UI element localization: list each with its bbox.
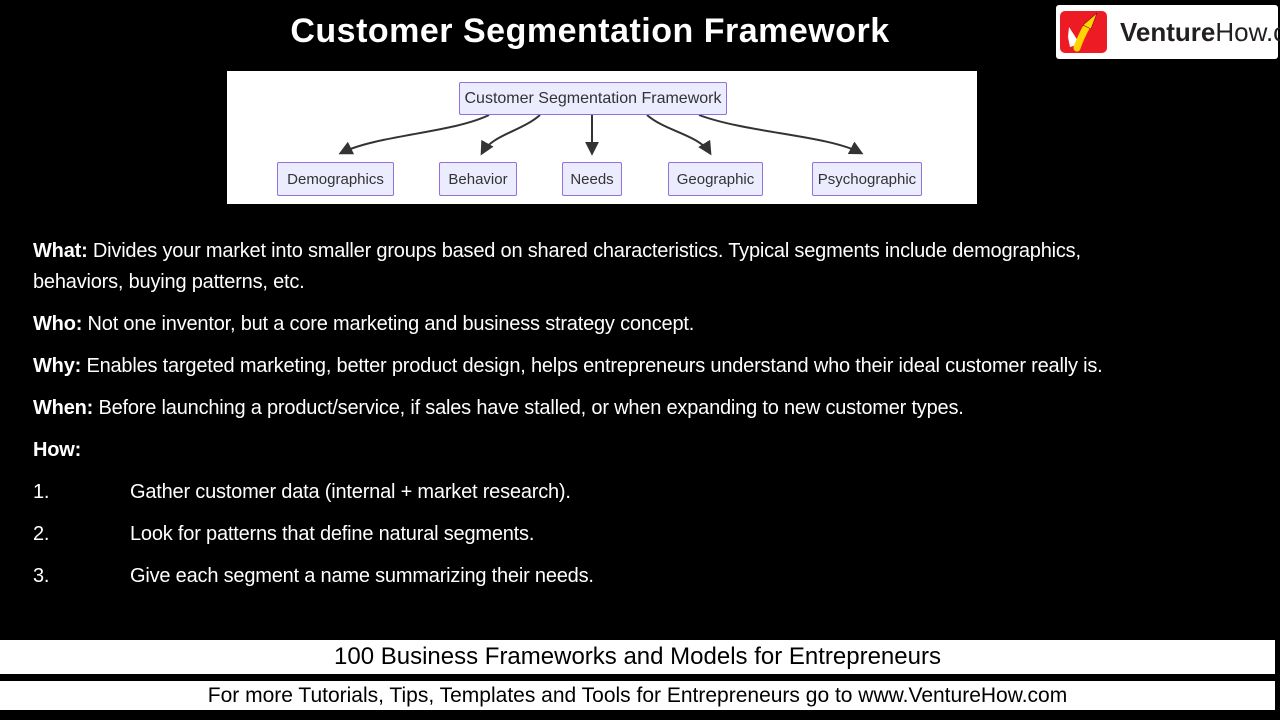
footer-banner-series: 100 Business Frameworks and Models for E… xyxy=(0,640,1275,674)
step-1-number: 1. xyxy=(33,481,50,503)
logo-text-rest: How.com xyxy=(1215,16,1280,47)
step-2-text: Look for patterns that define natural se… xyxy=(130,523,535,545)
step-3: 3. Give each segment a name summarizing t… xyxy=(33,561,1123,592)
section-why-label: Why: xyxy=(33,355,82,377)
step-3-number: 3. xyxy=(33,565,50,587)
venturehow-logo-icon xyxy=(1060,11,1107,53)
section-why: Why: Enables targeted marketing, better … xyxy=(33,351,1123,382)
section-who-label: Who: xyxy=(33,313,83,335)
section-what-label: What: xyxy=(33,240,88,262)
step-3-text: Give each segment a name summarizing the… xyxy=(130,565,594,587)
step-1: 1. Gather customer data (internal + marke… xyxy=(33,477,1123,508)
section-when: When: Before launching a product/service… xyxy=(33,393,1123,424)
section-how-label: How: xyxy=(33,439,82,461)
section-who-text: Not one inventor, but a core marketing a… xyxy=(87,313,695,335)
step-1-text: Gather customer data (internal + market … xyxy=(130,481,571,503)
section-who: Who: Not one inventor, but a core market… xyxy=(33,309,1123,340)
flowchart-node-geographic: Geographic xyxy=(668,162,763,196)
step-2-number: 2. xyxy=(33,523,50,545)
page-title: Customer Segmentation Framework xyxy=(290,12,890,50)
flowchart-panel: Customer Segmentation Framework Demograp… xyxy=(227,71,977,204)
flowchart-node-demographics: Demographics xyxy=(277,162,394,196)
flowchart-arrows xyxy=(338,114,864,156)
logo-text-bold: Venture xyxy=(1120,16,1216,47)
section-when-text: Before launching a product/service, if s… xyxy=(98,397,964,419)
step-2: 2. Look for patterns that define natural … xyxy=(33,519,1123,550)
venturehow-logo: VentureHow.com xyxy=(1056,5,1280,59)
section-why-text: Enables targeted marketing, better produ… xyxy=(86,355,1103,377)
footer-banner-website: For more Tutorials, Tips, Templates and … xyxy=(0,681,1275,710)
section-what-text: Divides your market into smaller groups … xyxy=(33,240,1081,293)
section-what: What: Divides your market into smaller g… xyxy=(33,236,1123,298)
section-when-label: When: xyxy=(33,397,94,419)
body-text: What: Divides your market into smaller g… xyxy=(33,236,1123,603)
flowchart-node-behavior: Behavior xyxy=(439,162,517,196)
logo-text: VentureHow.com xyxy=(1120,17,1280,48)
flowchart-node-root: Customer Segmentation Framework xyxy=(459,82,727,115)
section-how: How: xyxy=(33,435,1123,466)
flowchart-node-psychographic: Psychographic xyxy=(812,162,922,196)
flowchart-node-needs: Needs xyxy=(562,162,622,196)
